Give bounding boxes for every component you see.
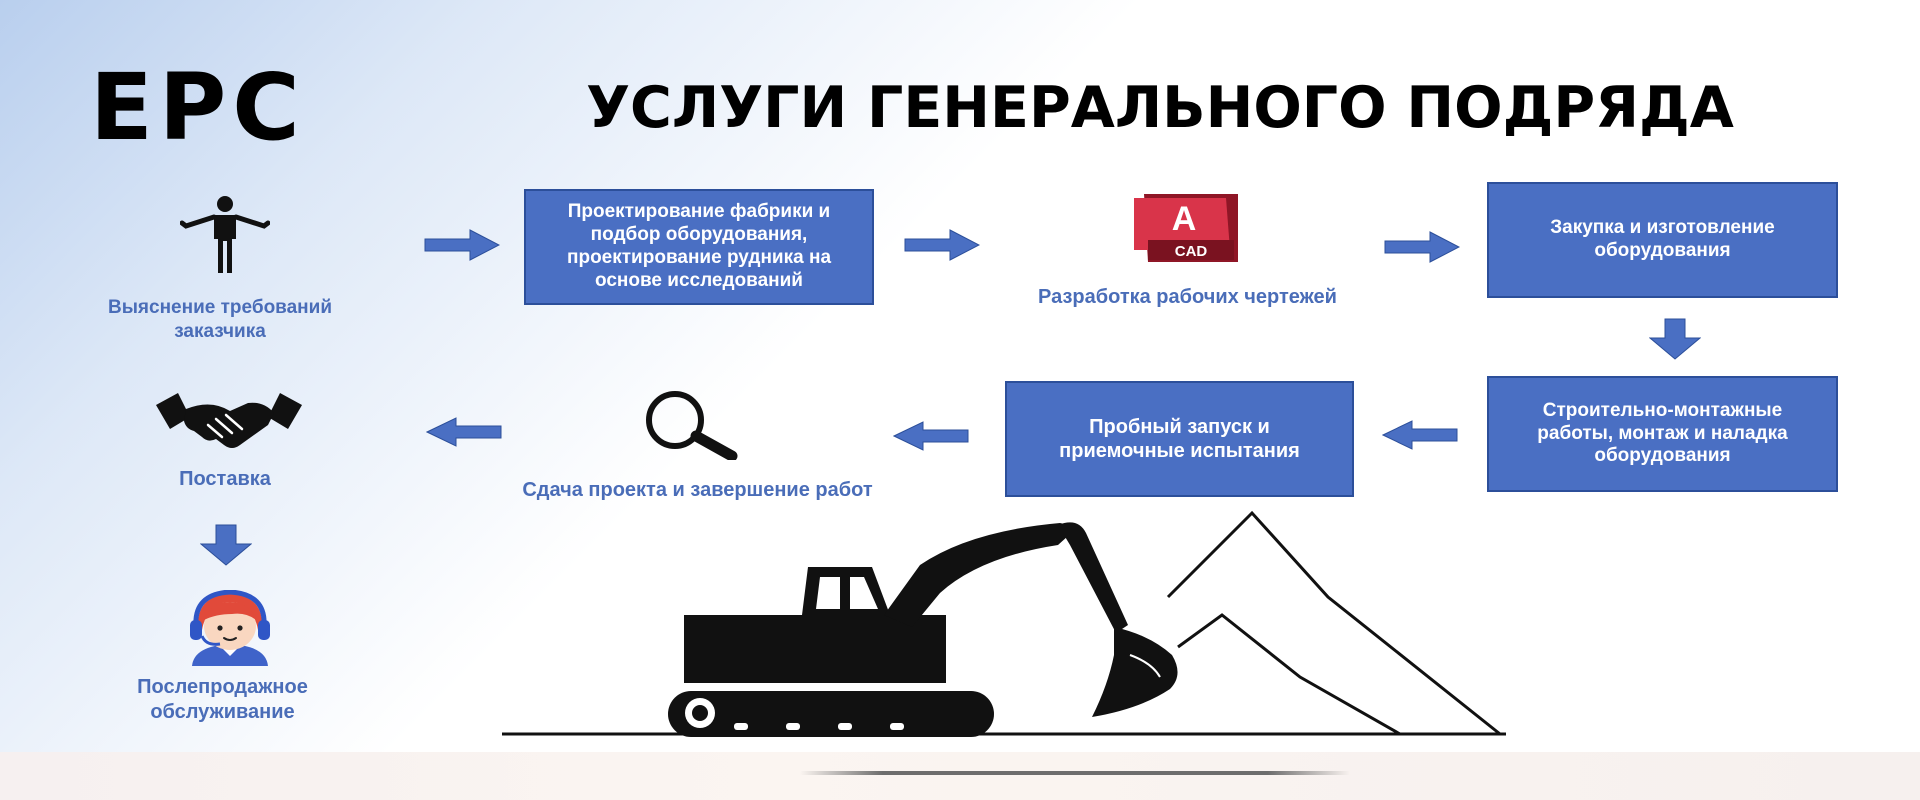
arrow-right-2 [904,229,980,261]
handshake-icon [156,393,302,448]
autocad-icon: A CAD [1134,194,1238,262]
arrow-down-left [200,524,252,566]
epc-logo: EPC [90,54,306,161]
label-delivery: Поставка [179,468,271,490]
cad-letter: A [1172,200,1197,238]
box-design: Проектирование фабрики и подбор оборудов… [524,189,874,305]
label-handover: Сдача проекта и завершение работ [522,479,873,501]
cad-text: CAD [1175,243,1208,260]
ground-shadow [800,771,1350,775]
arrow-down-right [1649,318,1701,360]
label-service: Послепродажное обслуживание [137,676,308,723]
arrow-right-1 [424,229,500,261]
arrow-left-3 [1382,420,1458,450]
arrow-left-2 [893,421,969,451]
label-drawings: Разработка рабочих чертежей [1038,286,1337,308]
arrow-left-1 [426,417,502,447]
arrow-right-3 [1384,231,1460,263]
person-icon [180,196,270,273]
magnifier-icon [646,391,738,460]
box-construction: Строительно-монтажные работы, монтаж и н… [1487,376,1838,492]
label-requirements: Выяснение требований заказчика [107,297,333,342]
bottom-band [0,752,1920,800]
excavator-illustration [502,510,1506,737]
page-title: УСЛУГИ ГЕНЕРАЛЬНОГО ПОДРЯДА [586,75,1734,141]
box-trial: Пробный запуск и приемочные испытания [1005,381,1354,497]
box-procurement: Закупка и изготовление оборудования [1487,182,1838,298]
support-agent-icon [190,590,270,666]
